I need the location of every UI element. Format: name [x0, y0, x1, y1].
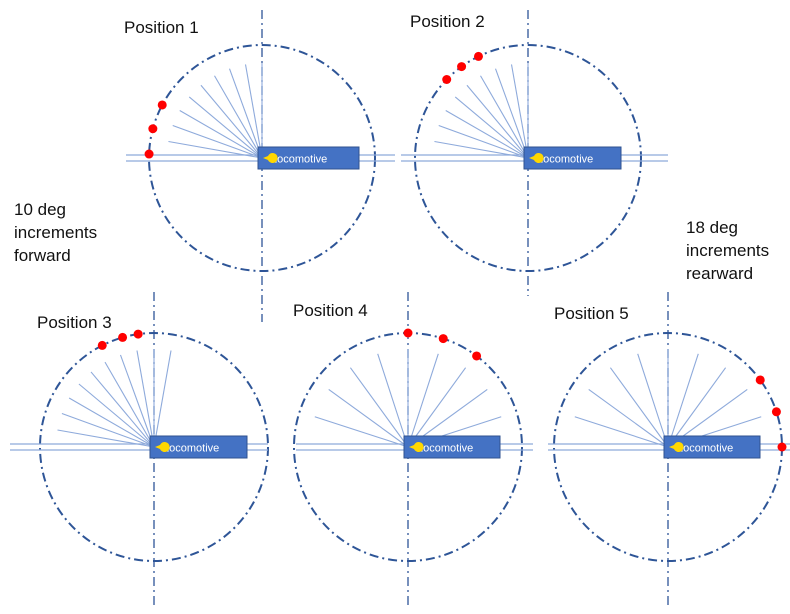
- locomotive-box: [403, 435, 501, 459]
- measurement-dot: [755, 375, 765, 385]
- pivot-point: [669, 441, 684, 452]
- scan-ray: [57, 429, 155, 448]
- measurement-dot: [97, 340, 107, 350]
- scan-ray: [349, 367, 409, 448]
- locomotive-label: Locomotive: [537, 154, 593, 166]
- pivot-point: [263, 153, 278, 163]
- position-2-title: Position 2: [410, 12, 485, 31]
- forward-increment-note: 10 deg increments forward: [14, 198, 97, 267]
- locomotive-label: Locomotive: [163, 443, 219, 455]
- scan-ray: [61, 412, 155, 448]
- measurement-dot: [133, 329, 143, 339]
- scan-ray: [90, 371, 155, 448]
- scan-ray: [153, 350, 172, 448]
- rearward-note-line-2: increments: [686, 241, 770, 260]
- measurement-dot: [118, 332, 128, 342]
- pivot-point: [529, 153, 544, 164]
- scan-ray: [228, 68, 263, 159]
- scan-ray: [200, 84, 263, 159]
- scan-ray: [136, 350, 155, 448]
- scan-ray: [510, 64, 529, 159]
- scan-ray: [609, 367, 669, 448]
- scan-ray: [407, 367, 467, 448]
- scan-ray: [574, 416, 669, 448]
- position-5-diagram: Locomotive: [548, 292, 790, 609]
- measurement-dot: [777, 442, 787, 452]
- measurement-dot: [148, 124, 158, 134]
- scan-ray: [328, 388, 409, 448]
- scan-ray: [377, 353, 409, 448]
- measurement-dot: [403, 328, 413, 338]
- locomotive-label: Locomotive: [271, 154, 327, 166]
- scan-ray: [588, 388, 669, 448]
- rearward-note-line-3: rearward: [686, 264, 754, 283]
- rearward-note-line-1: 18 deg: [686, 218, 738, 237]
- measurement-dot: [472, 351, 482, 361]
- pivot-point: [409, 442, 424, 453]
- measurement-dot: [442, 75, 452, 85]
- measurement-dot: [473, 51, 483, 61]
- measurement-dot: [771, 407, 781, 417]
- locomotive-box: [149, 435, 248, 459]
- measurement-dot: [438, 334, 448, 344]
- measurement-dot: [457, 62, 467, 72]
- position-4-title: Position 4: [293, 301, 368, 320]
- scan-ray: [454, 96, 529, 159]
- scan-ray: [68, 397, 155, 448]
- scan-ray: [314, 416, 409, 448]
- locomotive-box: [257, 146, 360, 170]
- position-1-diagram: Locomotive: [126, 10, 395, 322]
- forward-note-line-2: increments: [14, 223, 98, 242]
- scan-ray: [438, 124, 529, 159]
- scan-ray: [466, 84, 529, 159]
- scan-ray: [168, 140, 263, 159]
- locomotive-box: [663, 435, 761, 459]
- scan-ray: [494, 68, 529, 159]
- position-4-diagram: Locomotive: [293, 292, 533, 609]
- scan-ray: [214, 75, 263, 159]
- position-3-title: Position 3: [37, 313, 112, 332]
- scan-ray: [104, 361, 155, 448]
- scan-ray: [667, 367, 727, 448]
- position-3-diagram: Locomotive: [10, 292, 269, 609]
- locomotive-label: Locomotive: [417, 443, 473, 455]
- rearward-increment-note: 18 deg increments rearward: [686, 216, 769, 285]
- scan-ray: [179, 110, 263, 159]
- pivot-point: [155, 441, 170, 452]
- scan-ray: [637, 353, 669, 448]
- scan-ray: [480, 75, 529, 159]
- scan-ray: [244, 64, 263, 159]
- position-1-title: Position 1: [124, 18, 199, 37]
- scan-ray: [188, 96, 263, 159]
- scan-ray: [407, 353, 439, 448]
- forward-note-line-3: forward: [14, 246, 71, 265]
- position-2-diagram: Locomotive: [401, 10, 668, 296]
- measurement-dot: [157, 100, 167, 110]
- scan-ray: [172, 124, 263, 159]
- scan-ray: [445, 110, 529, 159]
- locomotive-box: [523, 146, 622, 170]
- scan-ray: [667, 353, 699, 448]
- locomotive-label: Locomotive: [677, 443, 733, 455]
- measurement-dot: [144, 149, 154, 159]
- forward-note-line-1: 10 deg: [14, 200, 66, 219]
- scan-ray: [78, 383, 155, 448]
- scan-ray: [434, 140, 529, 159]
- position-5-title: Position 5: [554, 304, 629, 323]
- scan-ray: [119, 354, 155, 448]
